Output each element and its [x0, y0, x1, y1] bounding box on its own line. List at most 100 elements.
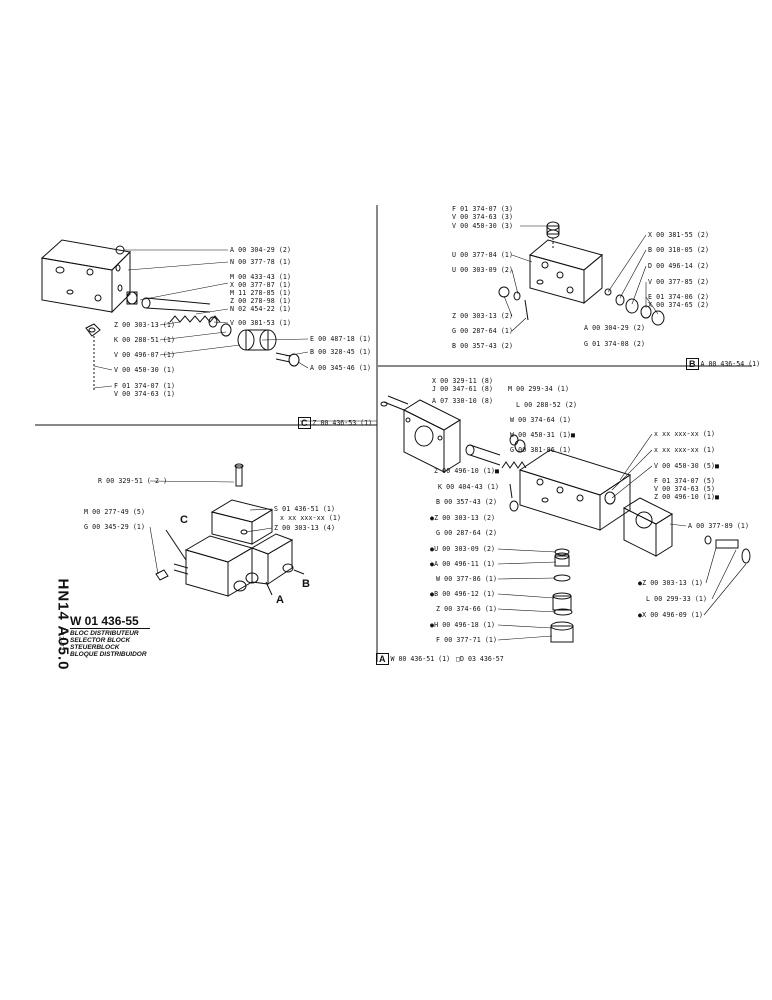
br-flange-left: [402, 399, 462, 473]
part-label: F 01 374-07 (3): [452, 205, 514, 213]
topright-block: [528, 239, 604, 305]
part-label: G 00 287-64 (1): [452, 327, 514, 335]
part-label: Z 00 496-10 (1)■: [434, 467, 500, 475]
br-rings: [509, 434, 526, 453]
br-pin-right: [704, 535, 751, 564]
title-name-fr: BLOC DISTRIBUTEUR: [70, 630, 139, 637]
br-spring: [501, 461, 527, 469]
callout-b: B: [302, 578, 310, 590]
part-label: M 00 277-49 (5): [84, 508, 146, 516]
group-a-ref: W 00 436-51 (1): [390, 655, 451, 663]
part-label: V 00 374-63 (1): [114, 390, 176, 398]
callout-a: A: [276, 594, 284, 606]
group-b-label: B A 00 436-54 (1): [686, 358, 760, 370]
group-b-letter: B: [686, 358, 699, 370]
part-label: B 00 310-05 (2): [648, 246, 710, 254]
part-label: ●Z 00 303-13 (1): [638, 579, 704, 587]
part-label: ●U 00 303-09 (2): [430, 545, 496, 553]
part-label: V 00 450-30 (3): [452, 222, 514, 230]
topleft-block: [40, 239, 132, 314]
oring-tr-2: [513, 291, 521, 301]
ring-2: [220, 323, 232, 337]
part-label: Z 00 278-98 (1): [230, 297, 292, 305]
part-label: G 01 374-08 (2): [584, 340, 646, 348]
pin-tr: [524, 299, 529, 321]
group-a-letter: A: [376, 653, 389, 665]
part-label: ●Z 00 303-13 (2): [430, 514, 496, 522]
part-label: U 00 303-09 (2): [452, 266, 514, 274]
part-label: Z 00 374-66 (1): [436, 605, 498, 613]
part-label: x xx xxx-xx (1): [654, 430, 716, 438]
part-label: X 00 329-11 (8): [432, 377, 494, 385]
group-c-ref: Z 00 436-53 (1): [312, 419, 373, 427]
part-label: ●H 00 496-18 (1): [430, 621, 496, 629]
part-label: K 00 288-51 (1): [114, 336, 176, 344]
part-label: K 00 404-43 (1): [438, 483, 500, 491]
part-label: V 00 374-63 (3): [452, 213, 514, 221]
part-label: F 00 377-71 (1): [436, 636, 498, 644]
part-label: V 00 374-63 (5): [654, 485, 716, 493]
title-part-number: W 01 436-55: [70, 614, 150, 629]
group-a-alt: D 03 436-57: [460, 655, 504, 663]
part-label: X 00 381-55 (2): [648, 231, 710, 239]
part-label: A 00 377-89 (1): [688, 522, 750, 530]
part-label: V 00 381-53 (1): [230, 319, 292, 327]
callout-c: C: [180, 514, 188, 526]
part-label: Z 00 303-13 (4): [274, 524, 336, 532]
plug-1: [126, 291, 138, 305]
part-label: ●B 00 496-12 (1): [430, 590, 496, 598]
part-label: V 00 377-85 (2): [648, 278, 710, 286]
part-label: L 00 288-52 (2): [516, 401, 578, 409]
part-label: G 00 287-64 (2): [436, 529, 498, 537]
part-label: G 00 381-86 (1): [510, 446, 572, 454]
part-label: M 00 433-43 (1): [230, 273, 292, 281]
part-label: Z 00 303-13 (1): [114, 321, 176, 329]
br-bolt: [465, 444, 501, 466]
part-label: x xx xxx-xx (1): [654, 446, 716, 454]
part-label: E 00 487-18 (1): [310, 335, 372, 343]
part-label: A 07 330-10 (8): [432, 397, 494, 405]
part-label: M 11 278-85 (1): [230, 289, 292, 297]
part-label: A 00 304-29 (2): [584, 324, 646, 332]
oring-tr-1: [498, 286, 510, 298]
part-label: B 00 328-45 (1): [310, 348, 372, 356]
group-c-label: C Z 00 436-53 (1): [298, 417, 372, 429]
part-label: G 00 345-29 (1): [84, 523, 146, 531]
br-ring-lower: [509, 500, 519, 512]
part-label: D 00 496-14 (2): [648, 262, 710, 270]
part-label: N 02 454-22 (1): [230, 305, 292, 313]
part-label: ●X 00 496-09 (1): [638, 611, 704, 619]
part-label: E 01 374-06 (2): [648, 293, 710, 301]
group-c-letter: C: [298, 417, 311, 429]
group-a-label: A W 00 436-51 (1) □D 03 436-57: [376, 653, 504, 665]
part-label: W 00 450-31 (1)■: [510, 431, 576, 439]
part-label: F 01 374-07 (1): [114, 382, 176, 390]
part-label: x xx xxx-xx (1): [280, 514, 342, 522]
part-label: V 00 450-30 (5)■: [654, 462, 720, 470]
br-small-bolts: [380, 395, 409, 411]
part-label: ●A 00 496-11 (1): [430, 560, 496, 568]
part-label: X 00 377-87 (1): [230, 281, 292, 289]
br-flange-right: [622, 497, 674, 557]
part-label: A 00 345-46 (1): [310, 364, 372, 372]
group-b-ref: A 00 436-54 (1): [700, 360, 761, 368]
bolt-1: [141, 297, 211, 313]
part-label: V 00 450-30 (1): [114, 366, 176, 374]
part-label: W 00 377-86 (1): [436, 575, 498, 583]
title-name-en: SELECTOR BLOCK: [70, 637, 131, 644]
part-label: S 01 436-51 (1): [274, 505, 336, 513]
part-label: Z 00 496-10 (1)■: [654, 493, 720, 501]
part-label: Z 00 303-13 (2): [452, 312, 514, 320]
title-name-es: BLOQUE DISTRIBUIDOR: [70, 651, 147, 658]
part-label: J 00 347-61 (8): [432, 385, 494, 393]
title-name-de: STEUERBLOCK: [70, 644, 120, 651]
part-label: L 00 299-33 (1): [646, 595, 708, 603]
part-label: A 00 304-29 (2): [230, 246, 292, 254]
part-label: F 01 374-07 (5): [654, 477, 716, 485]
bl-assembly: [155, 463, 294, 597]
part-label: B 00 357-43 (2): [452, 342, 514, 350]
part-label: X 00 374-65 (2): [648, 301, 710, 309]
part-label: W 00 374-64 (1): [510, 416, 572, 424]
part-label: B 00 357-43 (2): [436, 498, 498, 506]
